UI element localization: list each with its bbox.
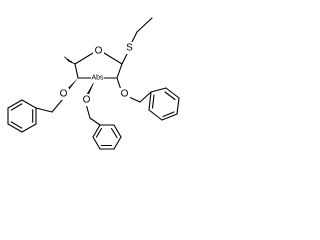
wedge-bond-c4-o	[66, 78, 78, 91]
phenyl-ring-bottom	[92, 124, 122, 150]
bond-ch2-ch3	[136, 17, 153, 33]
bond-ch2-phenyl-right	[139, 91, 152, 103]
oxygen-c4-label: O	[60, 89, 68, 100]
bond-o-ch2-bottom	[85, 103, 91, 119]
bond-o-ch2-left	[51, 98, 64, 113]
bond-c4-c5	[74, 63, 79, 79]
phenyl-ring-right	[148, 87, 180, 121]
oxygen-c2-label: O	[121, 89, 129, 100]
bond-c1-s	[121, 53, 128, 65]
ring-oxygen-label: O	[95, 46, 103, 57]
bond-o5-c1	[103, 52, 123, 65]
bond-c1-c2	[116, 63, 123, 79]
oxygen-c3-label: O	[83, 95, 91, 106]
abs-stereo-label: Abs	[91, 75, 104, 82]
hashed-bond-c5-methyl	[64, 56, 76, 65]
bond-o-ch2-right	[128, 96, 141, 103]
bond-ch2-phenyl-left	[35, 107, 53, 113]
bond-ch2-phenyl-bottom	[89, 117, 101, 126]
sulfur-label: S	[126, 43, 133, 54]
benzyl-protected-thioglycoside-structure: O S O O O Abs	[7, 17, 180, 150]
phenyl-ring-left	[7, 99, 37, 133]
bond-c5-o5	[74, 52, 94, 65]
